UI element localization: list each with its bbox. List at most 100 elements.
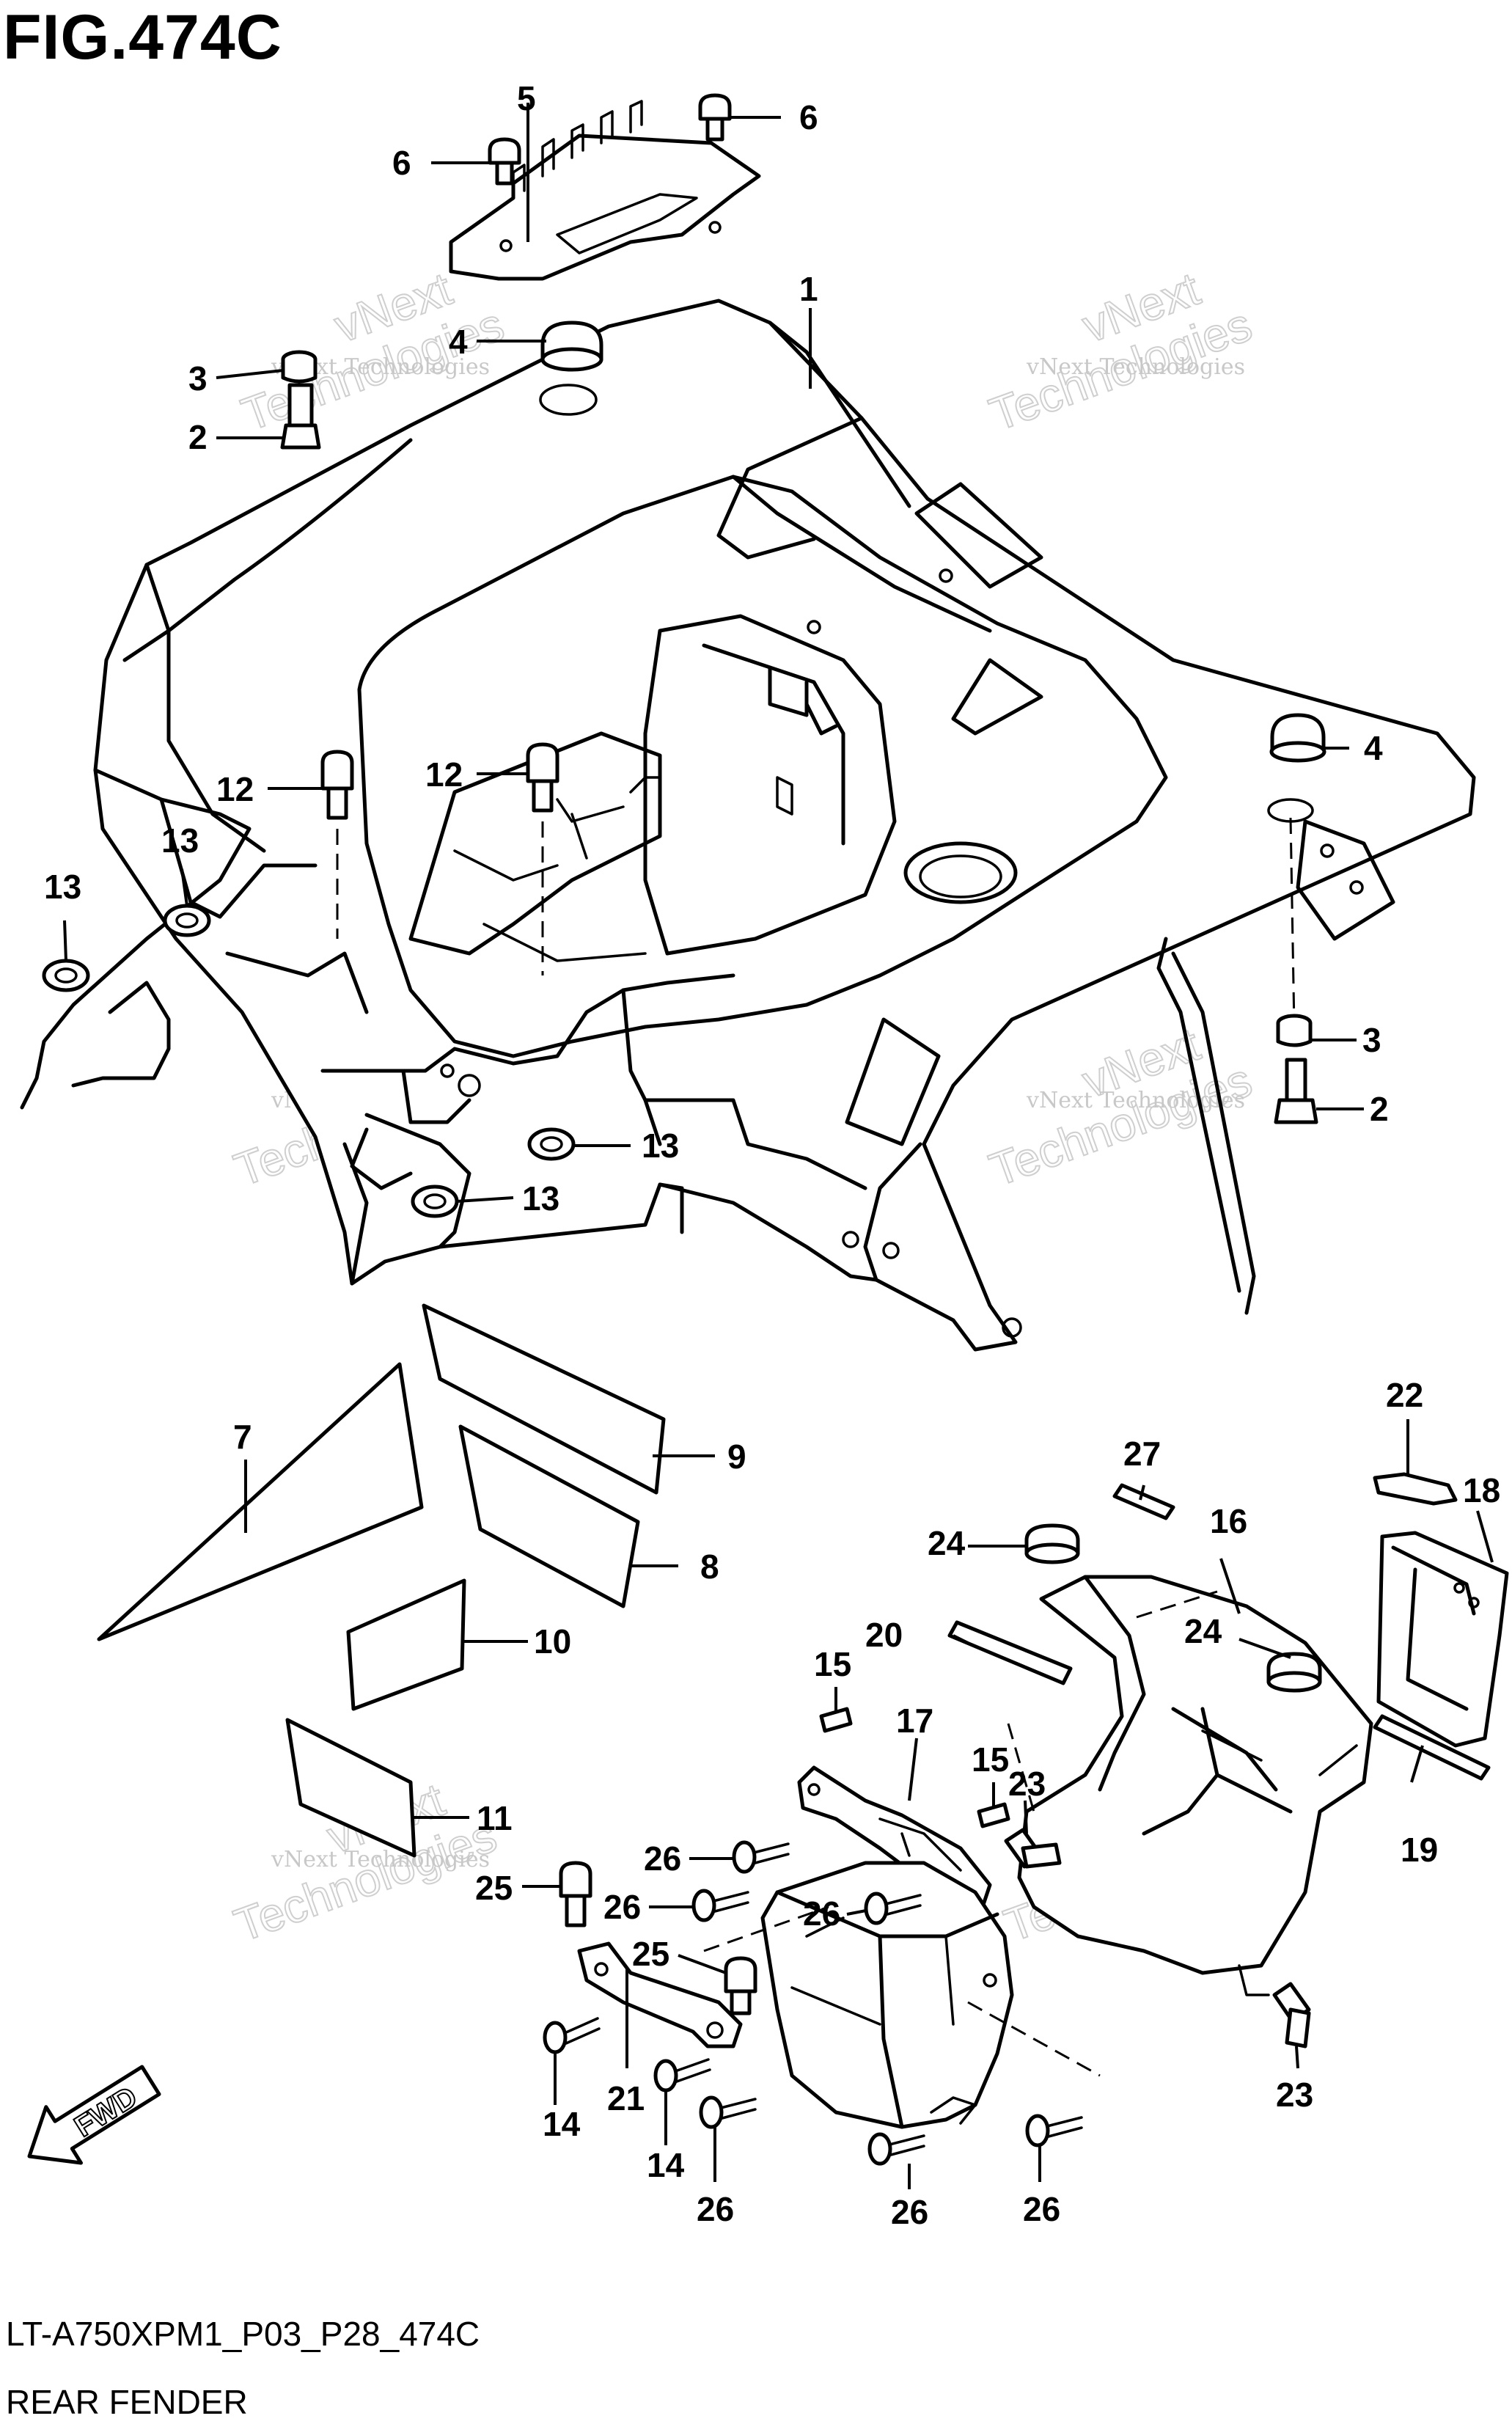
callout-12: 12 (425, 755, 463, 794)
callout-13: 13 (44, 868, 81, 906)
callout-4: 4 (1364, 729, 1383, 767)
part-clip-15-b (977, 1802, 1010, 1828)
part-rear-fender-main (20, 299, 1476, 1352)
part-screw-26-a (732, 1840, 790, 1874)
callout-20: 20 (865, 1616, 903, 1654)
part-grommet-4-top (539, 321, 603, 416)
callout-13: 13 (161, 821, 199, 860)
leader-lines (63, 103, 1494, 2189)
callout-21: 21 (607, 2079, 645, 2117)
part-bolt-25-a (559, 1861, 592, 1927)
callout-8: 8 (700, 1548, 719, 1586)
watermark-top-right: vNext Technologies (982, 261, 1259, 442)
part-bolt-23-a (1004, 1828, 1062, 1869)
callout-26: 26 (697, 2190, 734, 2228)
callout-3: 3 (188, 359, 208, 398)
part-strip-27 (1112, 1483, 1175, 1520)
callout-26: 26 (1023, 2190, 1060, 2228)
callout-15: 15 (972, 1740, 1009, 1779)
part-strip-20 (947, 1620, 1073, 1685)
part-screw-26-d (699, 2095, 757, 2129)
callout-17: 17 (896, 1702, 933, 1740)
part-grommet-4-right (1267, 713, 1326, 1028)
part-screw-6-right (698, 93, 732, 142)
watermark-small-top-right: vNext Technologies (1026, 354, 1245, 380)
callout-6: 6 (392, 144, 411, 182)
part-grommet-13-d (411, 1184, 459, 1218)
part-clip-22 (1373, 1472, 1458, 1506)
callout-1: 1 (799, 270, 818, 308)
callout-9: 9 (727, 1438, 746, 1476)
part-bolt-23-b (1272, 1982, 1311, 2048)
callout-7: 7 (233, 1418, 252, 1456)
part-lower-cover (760, 1861, 1014, 2129)
model-code: LT-A750XPM1_P03_P28_474C (6, 2315, 480, 2353)
part-decal-10 (346, 1578, 466, 1711)
part-grommet-13-c (527, 1127, 576, 1161)
fwd-direction-badge: FWD (27, 2065, 161, 2165)
callout-14: 14 (647, 2146, 685, 2184)
watermark-small-mid-right: vNext Technologies (1026, 1088, 1245, 1113)
callout-26: 26 (891, 2193, 928, 2231)
callout-2: 2 (1370, 1090, 1389, 1128)
callout-26: 26 (603, 1888, 641, 1926)
callout-5: 5 (517, 79, 536, 117)
part-decal-11 (285, 1718, 416, 1858)
part-grommet-13-b (163, 904, 211, 937)
part-screw-26-f (1025, 2114, 1083, 2147)
part-collar-3-right (1276, 1014, 1313, 1047)
callout-11: 11 (477, 1799, 513, 1837)
part-bolt-2-top (280, 383, 321, 450)
part-grommet-24-b (1266, 1652, 1322, 1693)
callout-10: 10 (534, 1622, 571, 1660)
callout-4: 4 (449, 323, 468, 361)
part-decal-8 (458, 1424, 640, 1608)
part-screw-14-a (543, 2017, 601, 2054)
callout-labels: 1 2 2 3 3 4 4 5 6 6 7 8 9 10 11 12 12 13… (44, 79, 1500, 2231)
callout-23: 23 (1008, 1765, 1046, 1803)
callout-25: 25 (475, 1869, 513, 1907)
part-screw-6-left (488, 137, 521, 186)
part-decal-9 (422, 1303, 666, 1495)
callout-13: 13 (522, 1179, 559, 1218)
part-bolt-25-b (724, 1956, 757, 2015)
part-grommet-24-a (1024, 1523, 1080, 1564)
callout-3: 3 (1362, 1021, 1381, 1059)
callout-6: 6 (799, 98, 818, 136)
part-screw-26-b (691, 1889, 749, 1922)
part-collar-3-top (281, 350, 318, 384)
part-screw-26-c (864, 1892, 922, 1925)
callout-16: 16 (1210, 1502, 1247, 1540)
callout-24: 24 (1184, 1612, 1222, 1650)
callout-2: 2 (188, 418, 208, 456)
part-bolt-12-left (320, 750, 354, 939)
part-strip-19 (1373, 1714, 1491, 1781)
callout-26: 26 (803, 1894, 840, 1933)
part-grommet-13-a (42, 959, 90, 992)
figure-name: REAR FENDER (6, 2383, 248, 2421)
callout-25: 25 (632, 1935, 669, 1973)
callout-15: 15 (814, 1645, 851, 1683)
callout-13: 13 (642, 1127, 679, 1165)
callout-23: 23 (1276, 2076, 1313, 2114)
part-bolt-2-right (1274, 1058, 1318, 1124)
callout-19: 19 (1401, 1831, 1438, 1869)
callout-12: 12 (216, 770, 254, 808)
part-decal-7 (97, 1362, 424, 1641)
callout-18: 18 (1463, 1471, 1500, 1509)
callout-27: 27 (1123, 1435, 1161, 1473)
part-screw-26-e (867, 2132, 925, 2166)
callout-26: 26 (644, 1839, 681, 1878)
forward-arrow-icon (27, 2065, 161, 2165)
callout-22: 22 (1386, 1376, 1423, 1414)
callout-24: 24 (928, 1524, 966, 1562)
part-bracket-21 (577, 1941, 743, 2048)
part-screw-14-b (653, 2058, 711, 2092)
callout-14: 14 (543, 2105, 581, 2143)
watermark-small-low-left: vNext Technologies (271, 1847, 490, 1872)
part-flap-18 (1376, 1531, 1509, 1748)
part-clip-15-a (819, 1707, 853, 1733)
part-bolt-12-mid (526, 742, 559, 975)
